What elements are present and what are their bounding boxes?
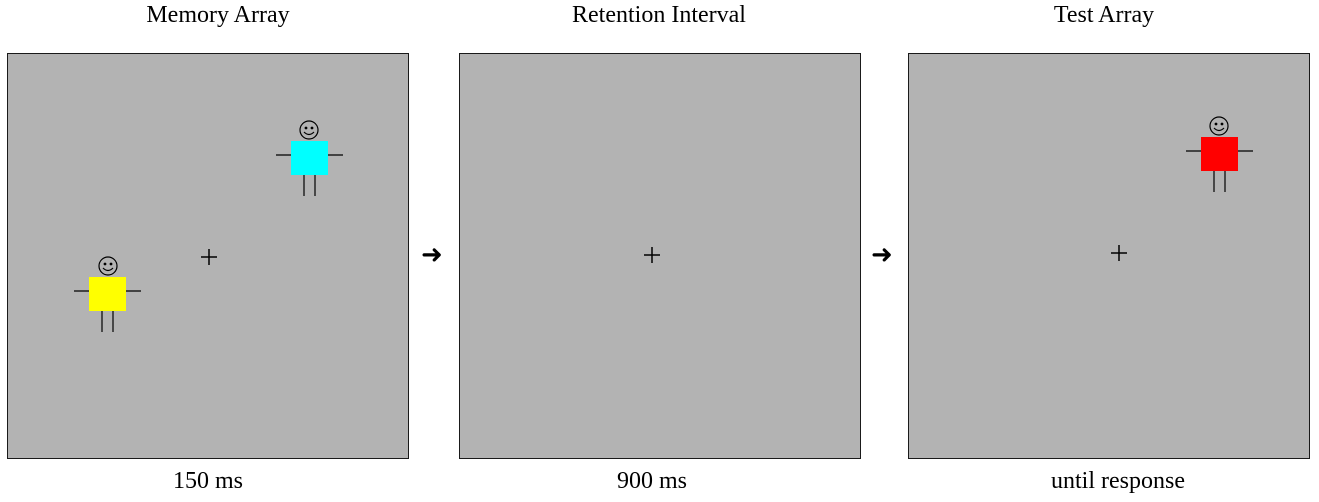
- fixation-cross: [644, 247, 660, 263]
- test-array-duration: until response: [1051, 468, 1185, 494]
- red-figure: [1186, 116, 1253, 192]
- yellow-square: [89, 277, 126, 311]
- fixation-cross: [1111, 245, 1127, 261]
- fixation-cross: [201, 249, 217, 265]
- test-array-title: Test Array: [1053, 2, 1155, 28]
- smiley-face-icon: [98, 256, 118, 276]
- test-array-panel: [908, 53, 1310, 459]
- retention-interval-stimuli: [644, 247, 660, 263]
- memory-array-duration: 150 ms: [172, 468, 243, 494]
- retention-interval-panel: [459, 53, 861, 459]
- memory-array-stimuli: [74, 120, 343, 332]
- yellow-figure: [74, 256, 141, 332]
- smiley-face-icon: [1209, 116, 1229, 136]
- cyan-square: [291, 141, 328, 175]
- memory-array-title: Memory Array: [146, 2, 290, 28]
- memory-array-panel: [7, 53, 409, 459]
- right-arrow-icon: ➜: [871, 240, 893, 270]
- test-array-stimuli: [1111, 116, 1253, 261]
- cyan-figure: [276, 120, 343, 196]
- smiley-face-icon: [299, 120, 319, 140]
- red-square: [1201, 137, 1238, 171]
- retention-interval-duration: 900 ms: [616, 468, 687, 494]
- retention-interval-title: Retention Interval: [572, 2, 746, 28]
- right-arrow-icon: ➜: [421, 240, 443, 270]
